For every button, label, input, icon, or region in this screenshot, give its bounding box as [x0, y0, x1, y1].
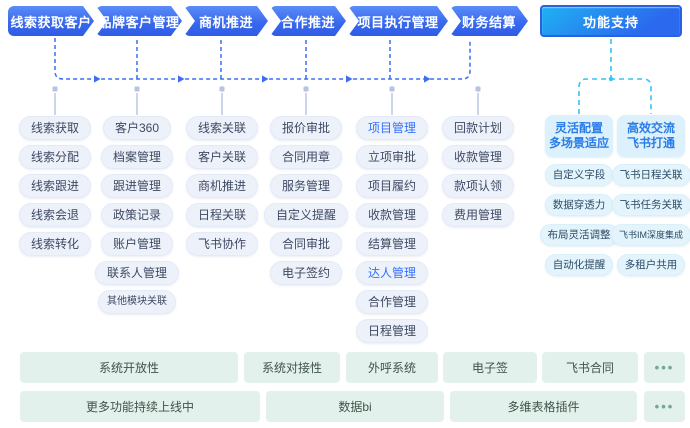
- support-item: 多租户共用: [616, 254, 686, 276]
- feature-item: 客户360: [102, 116, 172, 140]
- support-header-line: 多场景适应: [548, 136, 609, 150]
- support-item: 自定义字段: [544, 164, 614, 186]
- capability-box-call-system: 外呼系统: [346, 352, 438, 383]
- support-header-line: 高效交流: [626, 121, 675, 135]
- feature-item: 其他模块关联: [98, 290, 176, 314]
- feature-item-highlight: 达人管理: [355, 261, 428, 285]
- feature-item: 电子签约: [269, 261, 342, 285]
- feature-item: 账户管理: [100, 232, 173, 256]
- capability-box-bitable-plugin: 多维表格插件: [450, 391, 637, 422]
- support-item: 飞书IM深度集成: [611, 224, 690, 246]
- capability-box-esign: 电子签: [443, 352, 537, 383]
- feature-item: 飞书协作: [185, 232, 258, 256]
- support-item: 自动化提醒: [544, 254, 614, 276]
- feature-item: 档案管理: [100, 145, 173, 169]
- column-cooperation: 报价审批 合同用章 服务管理 自定义提醒 合同审批 电子签约: [261, 116, 351, 285]
- support-item: 数据穿透力: [544, 194, 614, 216]
- feature-item: 收款管理: [355, 203, 428, 227]
- feature-item: 合同审批: [269, 232, 342, 256]
- column-customer: 客户360 档案管理 跟进管理 政策记录 账户管理 联系人管理 其他模块关联: [92, 116, 182, 314]
- support-item: 飞书任务关联: [611, 194, 690, 216]
- feature-item: 收款管理: [441, 145, 514, 169]
- feature-item: 服务管理: [269, 174, 342, 198]
- feature-item: 款项认领: [441, 174, 514, 198]
- feature-item: 线索获取: [18, 116, 91, 140]
- feature-item: 合同用章: [269, 145, 342, 169]
- feature-item-highlight: 项目管理: [355, 116, 428, 140]
- more-ellipsis-icon: •••: [644, 391, 685, 422]
- support-header-flexible-config: 灵活配置 多场景适应: [545, 115, 613, 157]
- more-ellipsis-icon: •••: [644, 352, 685, 383]
- support-item: 布局灵活调整: [539, 224, 619, 246]
- feature-item: 客户关联: [185, 145, 258, 169]
- capability-box-integration: 系统对接性: [244, 352, 340, 383]
- capability-box-openness: 系统开放性: [20, 352, 238, 383]
- capability-box-feishu-contract: 飞书合同: [542, 352, 638, 383]
- feature-item: 跟进管理: [100, 174, 173, 198]
- flow-step-project-execution: 项目执行管理: [348, 6, 448, 36]
- feature-item: 报价审批: [269, 116, 342, 140]
- flow-step-opportunity: 商机推进: [184, 6, 268, 36]
- feature-item: 日程关联: [185, 203, 258, 227]
- support-header-feishu-connect: 高效交流 飞书打通: [617, 115, 685, 157]
- feature-item: 联系人管理: [94, 261, 179, 285]
- feature-item: 线索分配: [18, 145, 91, 169]
- flow-step-brand-customer: 品牌客户管理: [96, 6, 182, 36]
- column-lead: 线索获取 线索分配 线索跟进 线索会退 线索转化: [10, 116, 100, 256]
- feature-item: 商机推进: [185, 174, 258, 198]
- support-column-feishu: 飞书日程关联 飞书任务关联 飞书IM深度集成 多租户共用: [611, 164, 690, 276]
- feature-item: 合作管理: [355, 290, 428, 314]
- feature-item: 回款计划: [441, 116, 514, 140]
- feature-item: 线索转化: [18, 232, 91, 256]
- feature-item: 费用管理: [441, 203, 514, 227]
- feature-item: 政策记录: [100, 203, 173, 227]
- flow-step-cooperation: 合作推进: [270, 6, 346, 36]
- flow-step-finance: 财务结算: [450, 6, 528, 36]
- support-item: 飞书日程关联: [611, 164, 690, 186]
- feature-item: 线索会退: [18, 203, 91, 227]
- support-header-line: 飞书打通: [626, 136, 675, 150]
- feature-item: 线索跟进: [18, 174, 91, 198]
- feature-item: 线索关联: [185, 116, 258, 140]
- support-header-button: 功能支持: [540, 5, 682, 37]
- feature-item: 立项审批: [355, 145, 428, 169]
- capability-box-more-features: 更多功能持续上线中: [20, 391, 260, 422]
- support-column-config: 自定义字段 数据穿透力 布局灵活调整 自动化提醒: [539, 164, 619, 276]
- support-header-line: 灵活配置: [554, 121, 603, 135]
- feature-item: 自定义提醒: [263, 203, 348, 227]
- column-opportunity: 线索关联 客户关联 商机推进 日程关联 飞书协作: [177, 116, 267, 256]
- feature-item: 结算管理: [355, 232, 428, 256]
- column-finance: 回款计划 收款管理 款项认领 费用管理: [433, 116, 523, 227]
- column-project: 项目管理 立项审批 项目履约 收款管理 结算管理 达人管理 合作管理 日程管理: [347, 116, 437, 343]
- flow-step-lead-acquisition: 线索获取客户: [8, 6, 94, 36]
- feature-item: 项目履约: [355, 174, 428, 198]
- capability-box-data-bi: 数据bi: [266, 391, 444, 422]
- feature-item: 日程管理: [355, 319, 428, 343]
